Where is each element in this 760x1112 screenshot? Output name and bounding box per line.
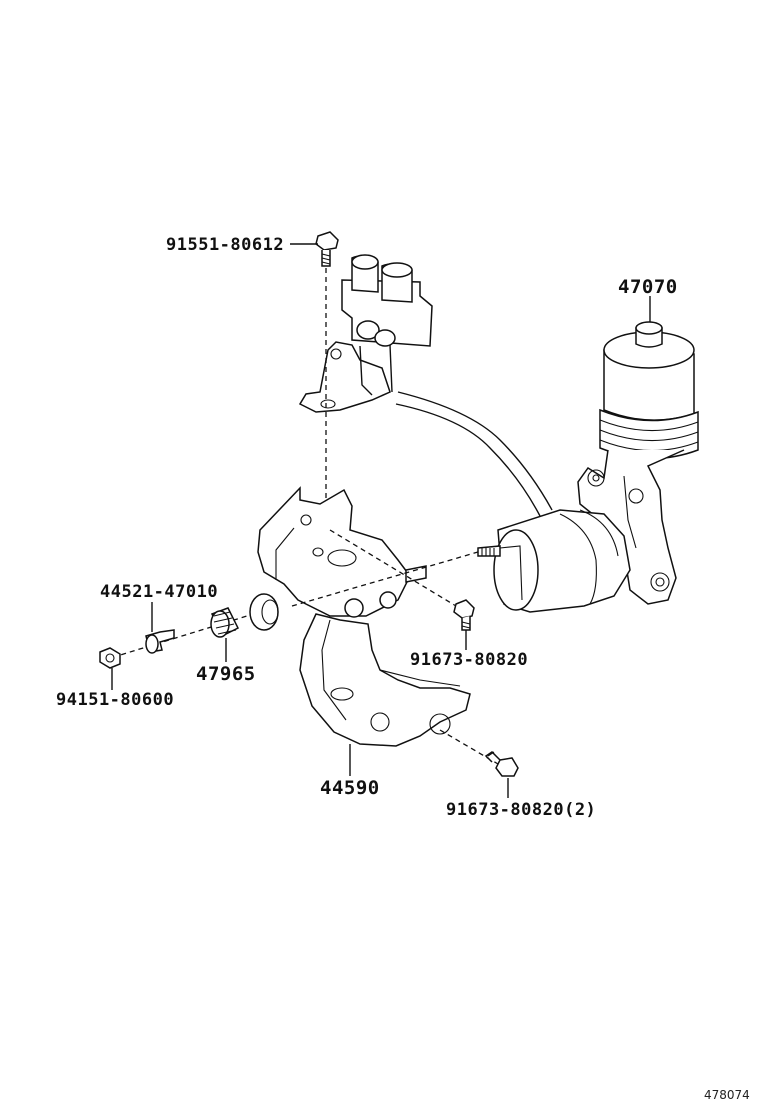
diagram-ref-number: 478074	[704, 1088, 750, 1102]
nut[interactable]	[99, 647, 121, 669]
pressure-sensor-assembly[interactable]	[298, 254, 553, 517]
label-bracket: 44590	[320, 777, 380, 799]
label-reservoir-pump: 47070	[618, 276, 678, 298]
label-sensor-bolt: 91551-80612	[166, 235, 284, 255]
bolt-c[interactable]	[484, 751, 519, 777]
bolt-b-axis	[329, 529, 457, 607]
label-cushion: 47965	[196, 663, 256, 685]
reservoir-pump[interactable]	[477, 321, 699, 613]
main-bracket[interactable]	[257, 486, 471, 747]
sensor-bolt[interactable]	[315, 231, 339, 267]
label-nut: 94151-80600	[56, 690, 174, 710]
label-bolt-c: 91673-80820(2)	[446, 800, 596, 820]
bracket-grommet[interactable]	[249, 593, 279, 631]
label-bolt-a: 44521-47010	[100, 582, 218, 602]
bolt-a[interactable]	[145, 629, 175, 654]
bolt-b[interactable]	[453, 599, 475, 631]
cushion[interactable]	[210, 607, 240, 638]
label-bolt-b: 91673-80820	[410, 650, 528, 670]
left-fastener-axis	[103, 611, 261, 661]
